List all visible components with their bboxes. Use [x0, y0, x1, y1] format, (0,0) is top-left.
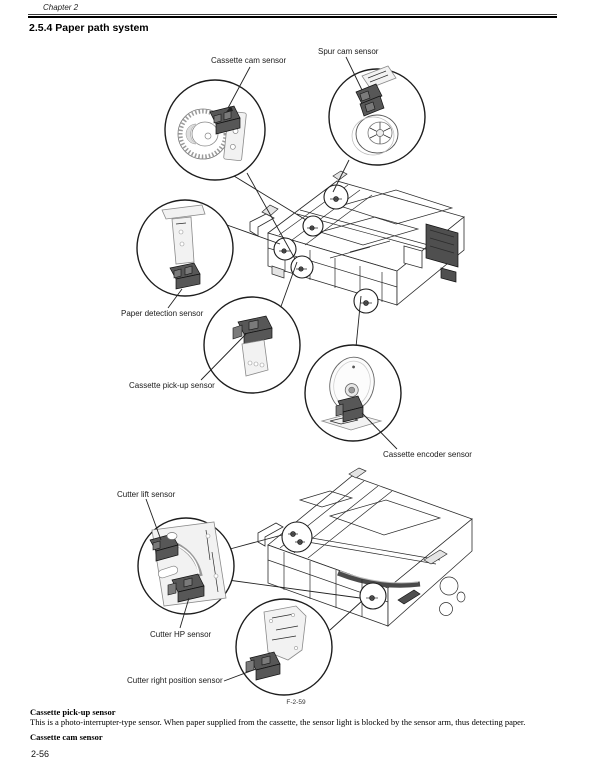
cassette-pickup-sensor-icon: [232, 315, 273, 345]
cutter-lift-sensor-icon: [149, 532, 179, 562]
paper-detection-sensor-icon: [169, 262, 201, 290]
bracket-plate: [241, 339, 269, 377]
section-title: 2.5.4 Paper path system: [29, 22, 149, 34]
callout-cassette-cam: [164, 79, 266, 181]
label-paper-detection-sensor: Paper detection sensor: [121, 309, 204, 318]
chassis-locator-circles-bottom: [281, 521, 387, 610]
printer-chassis-bottom-illustration: [257, 467, 473, 627]
label-cutter-right-position-sensor: Cutter right position sensor: [127, 676, 223, 685]
label-cutter-lift-sensor: Cutter lift sensor: [117, 490, 176, 499]
label-leader-lines-top: [167, 56, 398, 450]
label-cassette-cam-sensor: Cassette cam sensor: [211, 56, 287, 65]
callout-paper-detection: [136, 199, 234, 297]
cassette-encoder-sensor-icon: [335, 395, 364, 423]
bracket-plate: [361, 65, 397, 89]
label-cassette-encoder-sensor: Cassette encoder sensor: [383, 450, 472, 459]
cutter-hp-sensor-icon: [167, 573, 205, 603]
label-leader-lines-bottom: [145, 498, 257, 682]
label-cassette-pickup-sensor: Cassette pick-up sensor: [129, 381, 215, 390]
body-heading-cassette-cam: Cassette cam sensor: [30, 732, 103, 742]
callout-cutter-right: [235, 598, 333, 696]
header-rule-thick: [28, 16, 557, 18]
bracket-plate: [161, 204, 206, 265]
callout-leader-lines-bottom: [227, 534, 363, 631]
bracket-plate: [263, 605, 307, 661]
callout-spur-cam: [328, 65, 426, 166]
spur-wheel-icon: [351, 114, 399, 156]
cutter-right-sensor-icon: [245, 651, 281, 681]
header-rule-thin: [28, 14, 557, 15]
callout-leader-lines-top: [226, 159, 362, 348]
body-paragraph: This is a photo-interrupter-type sensor.…: [30, 717, 526, 727]
callout-cassette-encoder: [304, 344, 402, 442]
callout-cassette-pickup: [203, 296, 301, 394]
label-cutter-hp-sensor: Cutter HP sensor: [150, 630, 212, 639]
label-spur-cam-sensor: Spur cam sensor: [318, 47, 379, 56]
chapter-header: Chapter 2: [43, 3, 79, 12]
body-heading-cassette-pickup: Cassette pick-up sensor: [30, 707, 116, 717]
printer-chassis-top-illustration: [249, 170, 465, 306]
page-number: 2-56: [31, 749, 50, 759]
figure-caption: F-2-59: [286, 699, 306, 706]
spur-cam-sensor-icon: [355, 83, 385, 117]
callout-cutter-sensors: [137, 517, 235, 615]
